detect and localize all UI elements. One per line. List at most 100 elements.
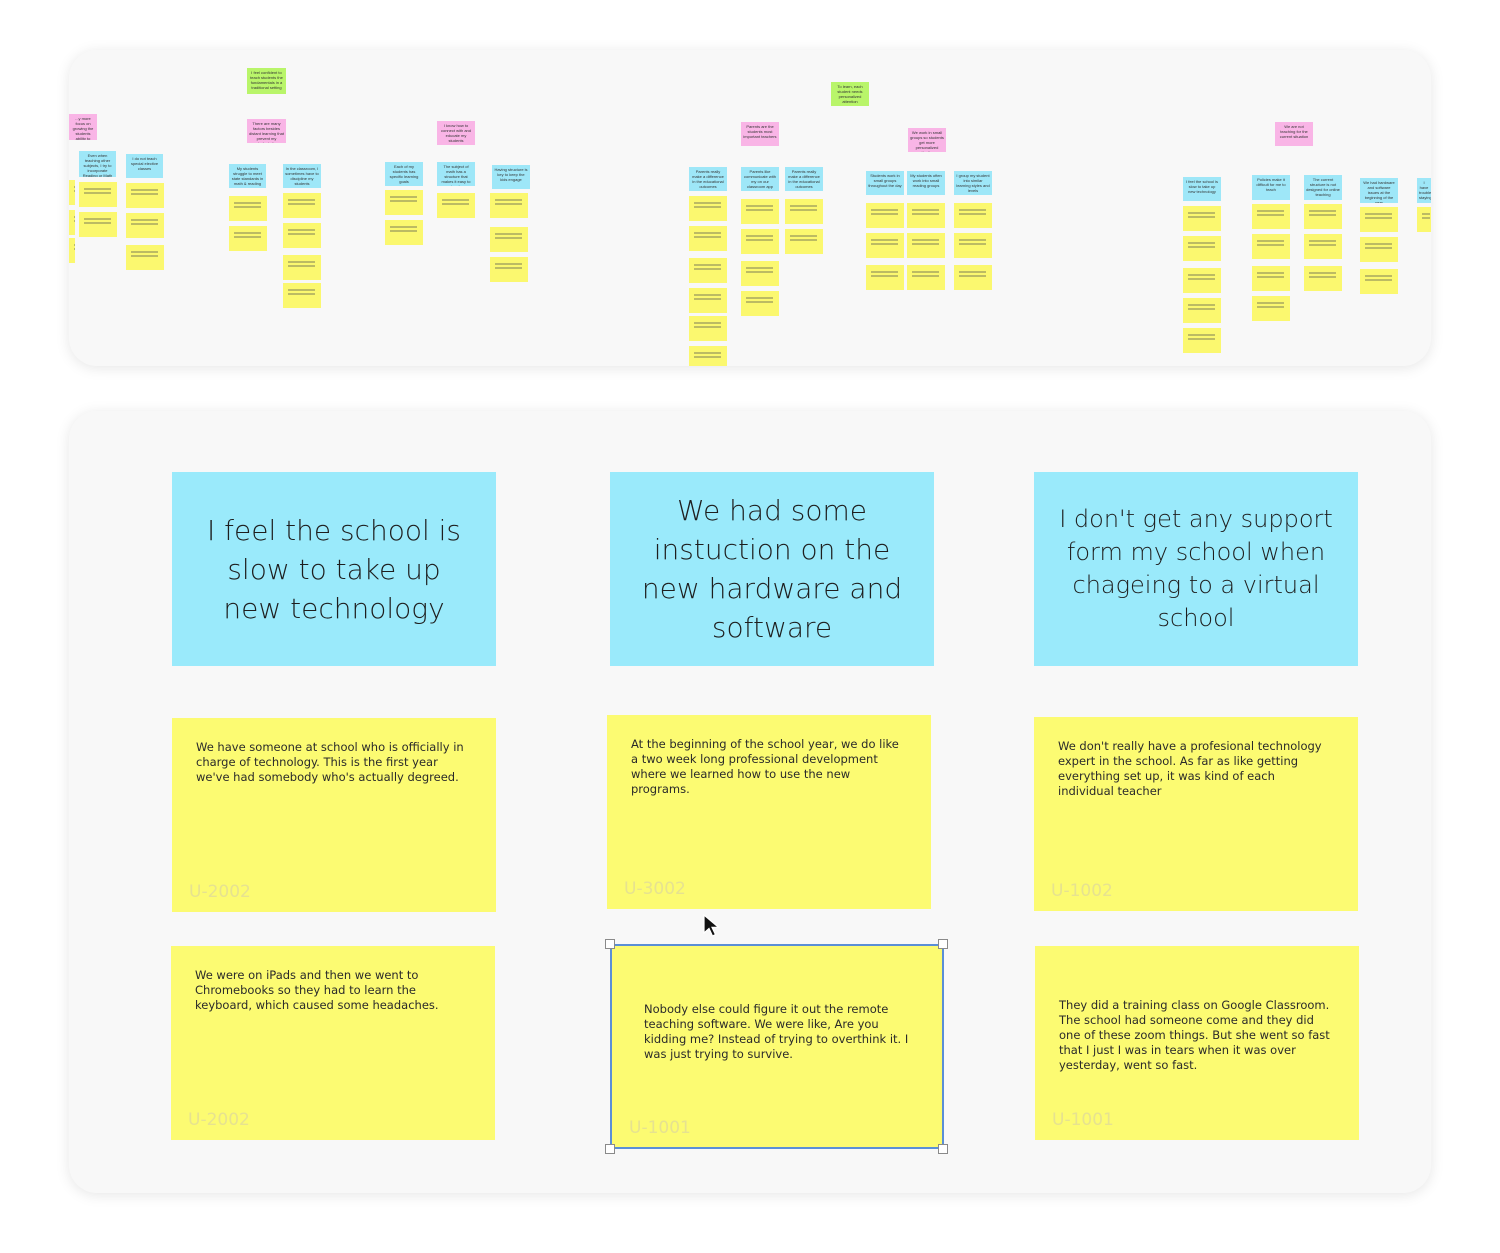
- mini-note[interactable]: My students often work into small readin…: [907, 171, 945, 195]
- mini-note[interactable]: I feel the school is slow to take up new…: [1183, 177, 1221, 201]
- quote-note[interactable]: They did a training class on Google Clas…: [1035, 946, 1359, 1140]
- mini-sticky-note[interactable]: [437, 193, 475, 218]
- mini-sticky-note[interactable]: [283, 193, 321, 218]
- mini-sticky-note[interactable]: [490, 257, 528, 282]
- mini-sticky-note[interactable]: [1252, 204, 1290, 229]
- mini-note[interactable]: The current structure is not designed fo…: [1304, 175, 1342, 200]
- mini-sticky-note[interactable]: [866, 265, 904, 290]
- mini-note[interactable]: We are not teaching for the current situ…: [1275, 122, 1313, 146]
- mini-sticky-note[interactable]: [1417, 207, 1431, 232]
- mini-note[interactable]: I feel confident to teach students the f…: [247, 68, 286, 94]
- mini-sticky-note[interactable]: [954, 233, 992, 258]
- resize-handle-bottom-left[interactable]: [605, 1144, 615, 1154]
- mini-sticky-note[interactable]: [1304, 234, 1342, 259]
- mini-sticky-note[interactable]: [79, 212, 117, 237]
- mini-sticky-note[interactable]: [866, 233, 904, 258]
- mini-sticky-note[interactable]: [1304, 266, 1342, 291]
- mini-sticky-note[interactable]: [69, 238, 75, 263]
- mini-note[interactable]: I do not teach special elective classes: [126, 154, 163, 178]
- mini-note[interactable]: My students struggle to meet state stand…: [229, 164, 266, 188]
- mini-sticky-note[interactable]: [741, 199, 779, 224]
- mini-sticky-note[interactable]: [1252, 234, 1290, 259]
- mini-note[interactable]: We work in small groups so students get …: [908, 128, 946, 152]
- mini-sticky-note[interactable]: [907, 203, 945, 228]
- mini-sticky-note[interactable]: [785, 229, 823, 254]
- board-overview-panel[interactable]: ...y more focus on growing the students …: [69, 50, 1431, 366]
- mini-sticky-note[interactable]: [1360, 207, 1398, 232]
- mini-sticky-note[interactable]: [79, 182, 117, 207]
- header-note[interactable]: I feel the school is slow to take up new…: [172, 472, 496, 666]
- mini-note[interactable]: We had hardware and software issues at t…: [1360, 178, 1398, 203]
- mini-sticky-note[interactable]: [741, 291, 779, 316]
- mini-sticky-note[interactable]: [1304, 204, 1342, 229]
- mini-note[interactable]: I know how to connect with and educate m…: [437, 121, 475, 145]
- mini-sticky-note[interactable]: [490, 193, 528, 218]
- mini-note[interactable]: I have trouble staying...: [1417, 178, 1431, 203]
- mini-sticky-note[interactable]: [689, 196, 727, 221]
- resize-handle-bottom-right[interactable]: [938, 1144, 948, 1154]
- mini-sticky-note[interactable]: [907, 233, 945, 258]
- quote-note[interactable]: We have someone at school who is officia…: [172, 718, 496, 912]
- mini-sticky-note[interactable]: [385, 220, 423, 245]
- resize-handle-top-right[interactable]: [938, 939, 948, 949]
- mini-note[interactable]: Each of my students has specific learnin…: [385, 162, 423, 186]
- mini-note[interactable]: Parents like communicate with my on our …: [741, 167, 779, 191]
- mini-note[interactable]: To learn, each student needs personalize…: [831, 82, 869, 106]
- mini-sticky-note[interactable]: [741, 229, 779, 254]
- mini-sticky-note[interactable]: [1183, 328, 1221, 353]
- mini-note[interactable]: I group my student into similar learning…: [954, 171, 992, 195]
- mini-sticky-note[interactable]: [1360, 237, 1398, 262]
- mini-sticky-note[interactable]: [1252, 296, 1290, 321]
- mini-note[interactable]: There are many factors besides distant l…: [247, 119, 286, 143]
- board-zoomed-panel[interactable]: I feel the school is slow to take up new…: [69, 411, 1431, 1193]
- mini-sticky-note[interactable]: [689, 226, 727, 251]
- mini-sticky-note[interactable]: [283, 223, 321, 248]
- mini-sticky-note[interactable]: [126, 213, 164, 238]
- mini-sticky-note[interactable]: [1252, 266, 1290, 291]
- mini-sticky-note[interactable]: [689, 316, 727, 341]
- mini-sticky-note[interactable]: [1183, 268, 1221, 293]
- mini-note[interactable]: Parents really make a difference in the …: [785, 167, 823, 191]
- mini-sticky-note[interactable]: [1360, 269, 1398, 294]
- quote-note[interactable]: At the beginning of the school year, we …: [607, 715, 931, 909]
- mini-sticky-note[interactable]: [229, 226, 267, 251]
- header-note[interactable]: I don't get any support form my school w…: [1034, 472, 1358, 666]
- mini-sticky-note[interactable]: [689, 258, 727, 283]
- mini-sticky-note[interactable]: [741, 261, 779, 286]
- mini-note[interactable]: Parents really make a difference in the …: [689, 167, 727, 191]
- mini-sticky-note[interactable]: [785, 199, 823, 224]
- mini-sticky-note[interactable]: [1183, 298, 1221, 323]
- mini-sticky-note[interactable]: [689, 346, 727, 366]
- mini-sticky-note[interactable]: [283, 283, 321, 308]
- mini-note[interactable]: ...y more focus on growing the students …: [69, 114, 97, 140]
- mini-sticky-note[interactable]: [126, 183, 164, 208]
- mini-note[interactable]: Parents are the students most important …: [741, 122, 779, 146]
- mini-sticky-note[interactable]: [866, 203, 904, 228]
- selection-box[interactable]: [610, 944, 944, 1149]
- mini-sticky-note[interactable]: [490, 227, 528, 252]
- quote-note[interactable]: We were on iPads and then we went to Chr…: [171, 946, 495, 1140]
- mini-sticky-note[interactable]: [907, 265, 945, 290]
- header-note[interactable]: We had some instuction on the new hardwa…: [610, 472, 934, 666]
- mini-sticky-note[interactable]: [954, 265, 992, 290]
- mini-note[interactable]: Students work in small groups throughout…: [866, 171, 904, 195]
- mini-note[interactable]: Even when teaching other subjects, I try…: [79, 151, 116, 177]
- mini-sticky-note[interactable]: [1183, 236, 1221, 261]
- mini-sticky-note[interactable]: [229, 196, 267, 221]
- mini-sticky-note[interactable]: [283, 255, 321, 280]
- mini-sticky-note[interactable]: [69, 180, 75, 205]
- mini-sticky-note[interactable]: [689, 288, 727, 313]
- mini-sticky-note[interactable]: [385, 190, 423, 215]
- mini-sticky-note[interactable]: [954, 203, 992, 228]
- quote-note[interactable]: We don't really have a profesional techn…: [1034, 717, 1358, 911]
- mini-note-text-lines: [390, 226, 418, 228]
- quote-note-selected[interactable]: Nobody else could figure it out the remo…: [612, 946, 943, 1148]
- mini-note[interactable]: In the classroom, I sometimes have to di…: [283, 164, 321, 188]
- mini-sticky-note[interactable]: [1183, 206, 1221, 231]
- resize-handle-top-left[interactable]: [605, 939, 615, 949]
- mini-note[interactable]: Policies make it difficult for me to tea…: [1252, 175, 1290, 200]
- mini-note[interactable]: Having structure is key to keep the kids…: [492, 165, 530, 189]
- mini-sticky-note[interactable]: [69, 210, 75, 235]
- mini-note[interactable]: The subject of math has a structure that…: [437, 162, 475, 186]
- mini-sticky-note[interactable]: [126, 245, 164, 270]
